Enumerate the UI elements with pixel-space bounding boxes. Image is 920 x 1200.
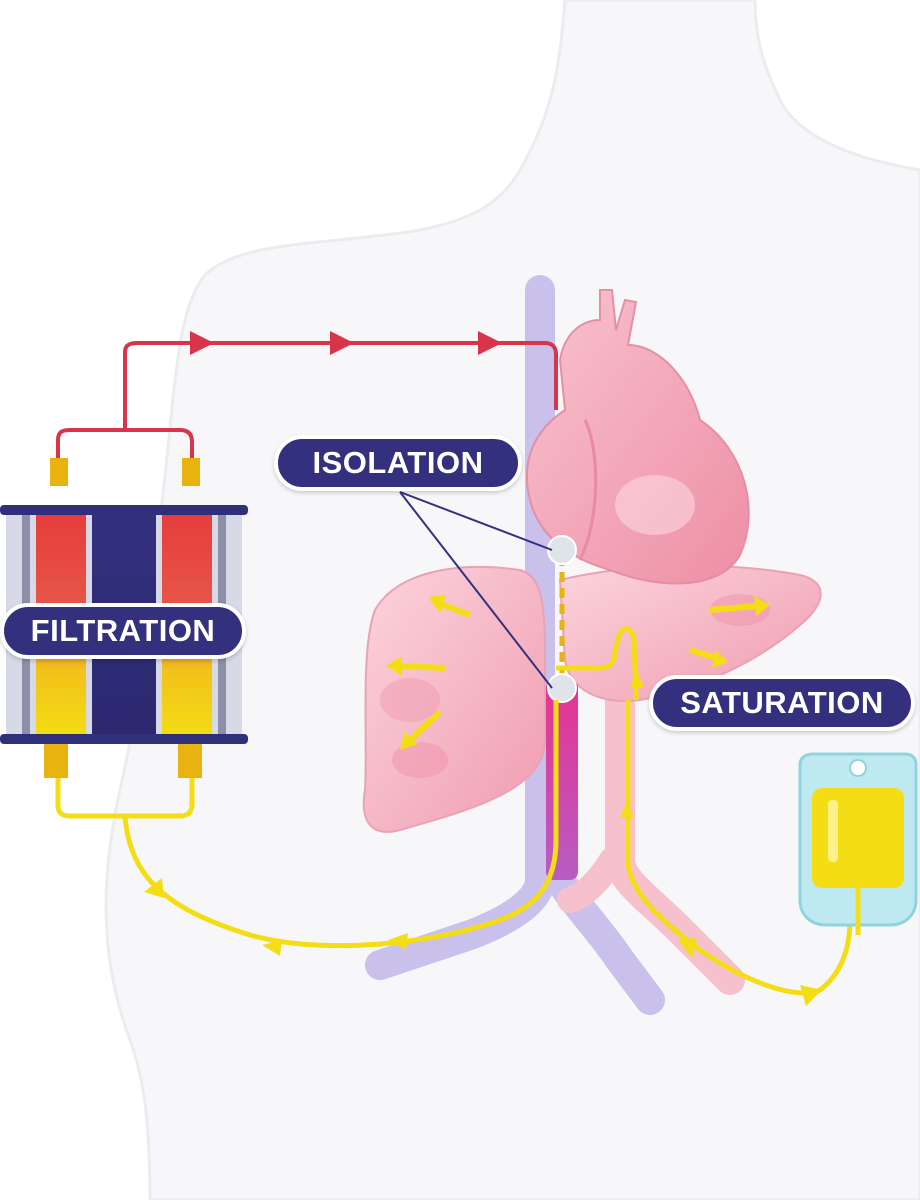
heart-icon (525, 289, 750, 585)
label-saturation: SATURATION (649, 675, 915, 731)
venous-line (55, 626, 853, 1006)
arterial-line (56, 331, 558, 465)
isolation-leader-lines (399, 491, 553, 689)
iv-bag-icon (798, 752, 918, 935)
saturation-arrows (386, 595, 770, 750)
label-filtration: FILTRATION (0, 603, 246, 659)
label-isolation: ISOLATION (274, 435, 522, 491)
isolation-balloon-icon (547, 535, 577, 703)
